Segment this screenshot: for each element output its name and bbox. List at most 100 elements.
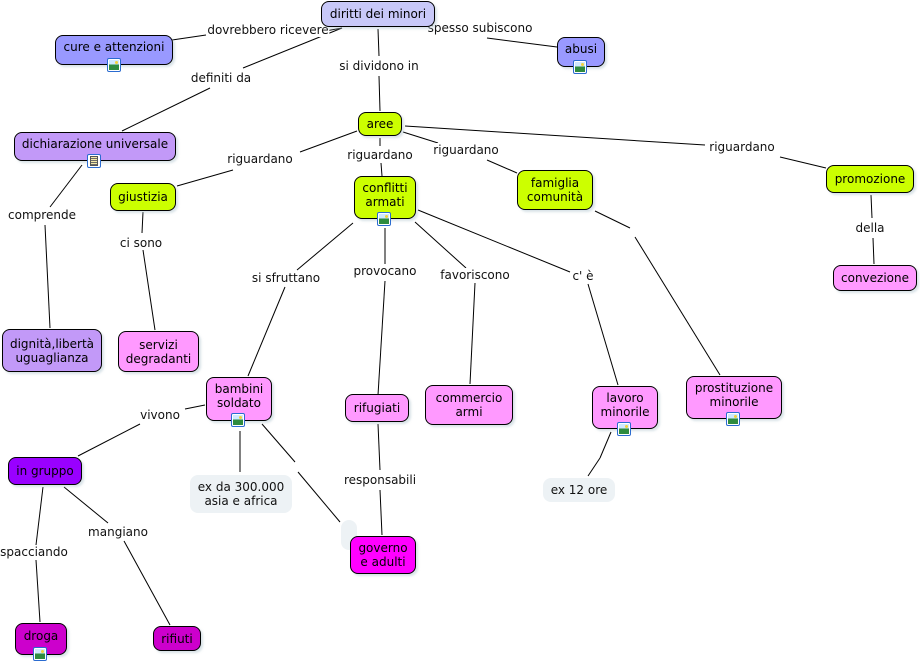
connector [634, 236, 721, 376]
connector [176, 169, 234, 187]
connector [35, 486, 44, 546]
image-resource-icon[interactable] [377, 212, 391, 226]
connector [141, 211, 144, 234]
link-label-favoriscono: favoriscono [439, 268, 511, 282]
connector [377, 28, 380, 57]
connector [469, 282, 476, 385]
concept-label: diritti dei minori [329, 7, 427, 21]
connector [77, 423, 141, 457]
concept-label: droga [23, 629, 59, 643]
link-label-mangiano: mangiano [87, 525, 149, 539]
concept-label: rifiuti [161, 631, 193, 646]
document-resource-icon[interactable] [87, 154, 101, 168]
connector [486, 37, 558, 48]
connector [63, 486, 109, 524]
link-label-si-dividono-in: si dividono in [338, 59, 420, 73]
concept-dignita-liberta-uguaglianza[interactable]: dignità,libertà uguaglianza [2, 329, 102, 372]
connector [184, 404, 206, 410]
connector [123, 540, 171, 626]
connector [171, 34, 207, 41]
link-label-riguardano-conflitti: riguardano [346, 148, 414, 162]
link-label-comprende: comprende [7, 208, 77, 222]
connector [587, 283, 619, 386]
connector [599, 431, 612, 459]
connector [121, 87, 211, 132]
concept-ex-300000-asia-africa[interactable]: ex da 300.000 asia e africa [190, 475, 292, 513]
connector [49, 164, 83, 208]
concept-lavoro-minorile[interactable]: lavoro minorile [592, 386, 658, 429]
concept-label: rifugiati [353, 401, 401, 415]
connector [417, 209, 571, 273]
concept-label: ex 12 ore [550, 483, 608, 497]
link-label-responsabili: responsabili [342, 473, 418, 487]
concept-servizi-degradanti[interactable]: servizi degradanti [118, 331, 199, 372]
concept-prostituzione-minorile[interactable]: prostituzione minorile [686, 376, 782, 419]
image-resource-icon[interactable] [33, 647, 47, 661]
link-label-vivono: vivono [139, 408, 181, 422]
connector [44, 224, 51, 329]
concept-aree[interactable]: aree [358, 112, 402, 136]
link-label-definiti-da: definiti da [189, 71, 253, 85]
connector [297, 471, 341, 523]
link-label-ci-sono: ci sono [118, 236, 164, 250]
link-label-riguardano-famiglia: riguardano [432, 143, 500, 157]
image-resource-icon[interactable] [617, 422, 631, 436]
connector [247, 286, 286, 377]
concept-label: dignità,libertà uguaglianza [9, 336, 95, 365]
connector [378, 75, 381, 112]
concept-commercio-armi[interactable]: commercio armi [425, 385, 513, 425]
concept-rifugiati[interactable]: rifugiati [345, 394, 409, 422]
concept-giustizia[interactable]: giustizia [110, 183, 176, 211]
link-label-provocano: provocano [352, 264, 418, 278]
concept-label: aree [366, 117, 394, 131]
connector [870, 194, 873, 219]
concept-governo-e-adulti[interactable]: governo e adulti [350, 536, 416, 574]
image-resource-icon[interactable] [726, 412, 740, 426]
concept-label: commercio armi [435, 391, 503, 419]
connector [587, 457, 601, 477]
concept-label: bambini soldato [214, 382, 264, 410]
concept-in-gruppo[interactable]: in gruppo [8, 457, 82, 485]
link-label-c-e: c' è [571, 269, 595, 283]
link-label-riguardano-promozione: riguardano [708, 140, 776, 154]
concept-label: governo e adulti [358, 541, 408, 569]
concept-label: convezione [841, 271, 909, 285]
concept-ex-12-ore[interactable]: ex 12 ore [543, 478, 615, 502]
connector [142, 249, 156, 331]
image-resource-icon[interactable] [231, 413, 245, 427]
connector [872, 237, 875, 265]
connector [402, 131, 439, 144]
concept-label: conflitti armati [362, 180, 408, 209]
connector [35, 559, 41, 623]
concept-label: giustizia [118, 190, 168, 204]
concept-label: cure e attenzioni [63, 40, 165, 54]
connector [404, 125, 706, 146]
connector [296, 222, 354, 271]
connector [594, 210, 631, 229]
connector [779, 156, 827, 169]
link-label-riguardano-giustizia: riguardano [226, 152, 294, 166]
connector [299, 130, 358, 153]
connector [414, 221, 467, 269]
concept-diritti-dei-minori[interactable]: diritti dei minori [321, 1, 435, 27]
connector [486, 159, 518, 174]
concept-label: ex da 300.000 asia e africa [197, 480, 285, 508]
concept-label: in gruppo [16, 464, 74, 478]
concept-label: prostituzione minorile [694, 380, 774, 409]
image-resource-icon[interactable] [573, 60, 587, 74]
link-label-dovrebbero-ricevere: dovrebbero ricevere [206, 23, 330, 37]
connector [379, 489, 383, 536]
concept-droga[interactable]: droga [15, 623, 67, 655]
concept-conflitti-armati[interactable]: conflitti armati [354, 176, 416, 219]
concept-label: promozione [834, 172, 906, 186]
concept-promozione[interactable]: promozione [826, 165, 914, 193]
concept-famiglia-comunita[interactable]: famiglia comunità [517, 170, 593, 210]
image-resource-icon[interactable] [107, 58, 121, 72]
concept-rifiuti[interactable]: rifiuti [153, 626, 201, 651]
concept-label: abusi [564, 42, 598, 56]
link-label-spesso-subiscono: spesso subiscono [426, 21, 534, 35]
connector [377, 423, 381, 471]
concept-convezione[interactable]: convezione [833, 265, 917, 291]
